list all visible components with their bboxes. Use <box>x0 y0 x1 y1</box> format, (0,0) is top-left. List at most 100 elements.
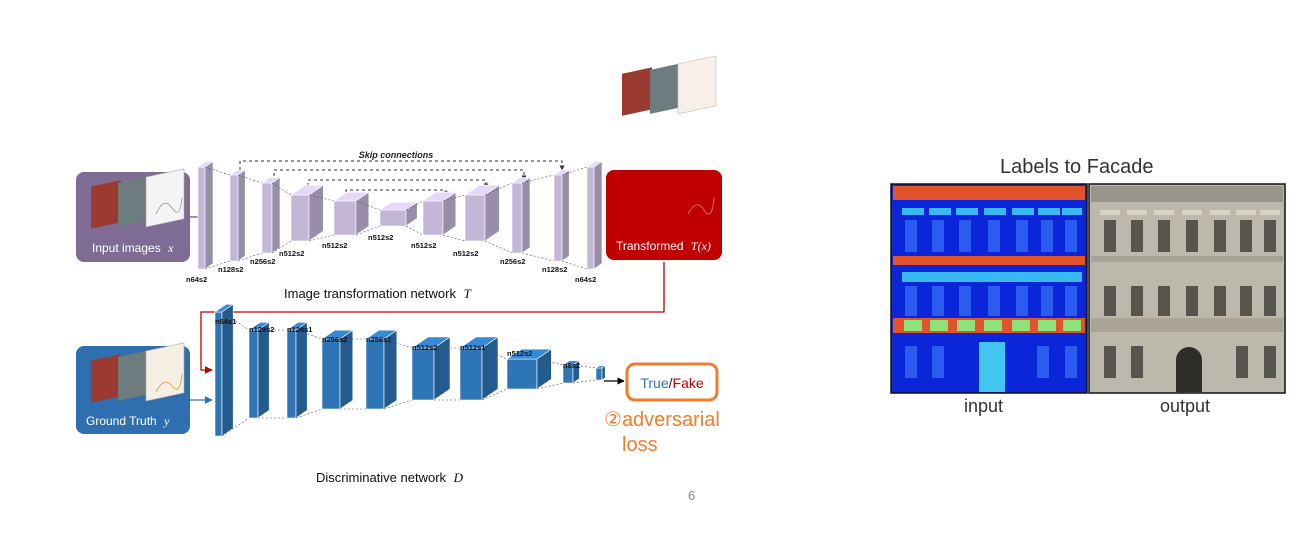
discriminator-layer-label: n512s2 <box>412 343 437 352</box>
input-images-label: Input images <box>92 241 161 255</box>
transformation-layer-connector <box>521 252 555 262</box>
annotation-line-2: loss <box>622 434 658 456</box>
discriminator-layer-connector <box>536 382 564 390</box>
transformation-layer-connector <box>355 225 381 236</box>
discriminator-layer-label: n512s1 <box>460 343 485 352</box>
transformation-caption: Image transformation network <box>284 286 456 301</box>
transformation-layer-connector <box>237 174 263 184</box>
ground-truth-var: y <box>163 414 170 428</box>
input-images-box: Input images x <box>76 168 190 262</box>
transformation-layer-block <box>379 201 419 227</box>
adversarial-loss-annotation: ②adversarial <box>604 409 720 431</box>
transformed-image-thumbnails <box>622 55 717 215</box>
svg-text:Ground Truth y: Ground Truth y <box>86 414 170 428</box>
fake-label: Fake <box>673 375 704 391</box>
transformation-layer-connector <box>405 200 424 211</box>
discriminator-layer-label: n128s2 <box>249 325 274 334</box>
transformed-label: Transformed <box>616 239 684 253</box>
transformation-layer-connector <box>484 182 513 196</box>
transformation-layer-connector <box>355 200 381 211</box>
facade-title: Labels to Facade <box>1000 156 1154 178</box>
transformation-layer-label: n512s2 <box>453 249 478 258</box>
transformation-layer-connector <box>521 174 555 184</box>
transformed-var: T(x) <box>691 239 711 253</box>
discriminator-layer-block <box>411 336 451 401</box>
transformation-layer-label: n512s2 <box>368 233 393 242</box>
transformed-to-discriminator-arrow <box>200 262 665 374</box>
discriminator-layer-connector <box>383 338 413 349</box>
discriminator-layer-block <box>321 329 354 410</box>
discriminator-layer-label: n128s1 <box>287 325 312 334</box>
ground-truth-image-thumbnails <box>91 342 185 403</box>
facade-label-map <box>890 183 1088 394</box>
skip-connections-label: Skip connections <box>359 150 434 160</box>
discriminator-layer-connector <box>221 417 250 437</box>
annotation-line-1: adversarial <box>622 409 720 431</box>
discriminator-layer-connector <box>295 408 323 419</box>
transformation-layer-connector <box>561 260 588 270</box>
transformation-layer-block <box>197 160 214 270</box>
true-fake-separator: / <box>669 375 673 391</box>
discriminator-layer-connector <box>481 347 508 360</box>
svg-text:Input images x: Input images x <box>92 241 174 255</box>
discriminator-layer-connector <box>295 329 323 340</box>
ground-truth-label: Ground Truth <box>86 414 157 428</box>
transformation-layer-block <box>290 184 325 242</box>
svg-text:Discriminative network D: Discriminative network D <box>316 470 464 485</box>
transformation-layer-connector <box>442 234 466 242</box>
true-label: True <box>640 375 668 391</box>
transformation-layer-block <box>553 169 571 262</box>
transformation-layer-label: n128s2 <box>218 265 243 274</box>
skip-connection-3 <box>307 179 489 192</box>
discriminator-layer-block <box>248 321 271 419</box>
transformation-layer-connector <box>561 166 588 176</box>
discriminator-layer-block <box>459 336 499 401</box>
discriminator-layer-block <box>286 321 309 419</box>
discriminator-layer-label: n64s1 <box>215 317 236 326</box>
discriminator-layer-label: n8s2 <box>563 361 580 370</box>
transformation-layer-connector <box>237 252 263 262</box>
facade-output-photo <box>1088 183 1286 394</box>
transformation-network: Input images x Transformed T(x) Skip con… <box>76 55 722 301</box>
transformation-layer-connector <box>204 260 231 270</box>
true-fake-output: True/Fake <box>625 362 719 402</box>
transformation-layer-connector <box>308 194 335 202</box>
discriminator-layer-block <box>506 348 553 390</box>
transformation-layer-label: n64s2 <box>575 275 596 284</box>
annotation-symbol: ② <box>604 409 622 431</box>
ground-truth-box: Ground Truth y <box>76 342 190 434</box>
page-number: 6 <box>688 488 696 503</box>
transformation-layer-label: n64s2 <box>186 275 207 284</box>
transformation-layer-block <box>229 169 247 262</box>
transformation-layer-label: n512s2 <box>411 241 436 250</box>
discriminator-caption: Discriminative network <box>316 470 447 485</box>
transformation-caption-var: T <box>464 286 472 301</box>
skip-connection-1 <box>239 160 565 171</box>
discriminator-layer-connector <box>536 358 564 366</box>
input-image-thumbnails <box>91 168 185 229</box>
facade-input-label: input <box>964 396 1004 416</box>
labels-to-facade-figure <box>890 183 1286 394</box>
transformation-layers: n64s2 n128s2 n256s2 n512s2 n512s2 n512s2 n512s… <box>186 160 603 284</box>
transformation-layer-connector <box>308 234 335 242</box>
transformation-layer-label: n256s2 <box>250 257 275 266</box>
transformation-layer-connector <box>405 225 424 236</box>
transformation-layer-label: n512s2 <box>279 249 304 258</box>
discriminator-layer-connector <box>481 388 508 401</box>
svg-text:Transformed T(x): Transformed T(x) <box>616 239 711 253</box>
transformation-layer-block <box>464 184 501 242</box>
skip-connection-2 <box>273 169 527 182</box>
transformation-layer-block <box>586 160 603 270</box>
transformation-layer-label: n512s2 <box>322 241 347 250</box>
svg-text:True/Fake: True/Fake <box>640 375 704 391</box>
transformation-layer-label: n128s2 <box>542 265 567 274</box>
input-images-var: x <box>167 241 174 255</box>
transformation-layer-block <box>261 176 281 254</box>
discriminator-layer-connector <box>221 311 250 331</box>
transformation-layer-label: n256s2 <box>500 257 525 266</box>
transformation-layer-connector <box>484 240 513 254</box>
discriminator-layer-block <box>365 329 398 410</box>
svg-text:Image transformation network: Image transformation network T <box>284 286 472 301</box>
